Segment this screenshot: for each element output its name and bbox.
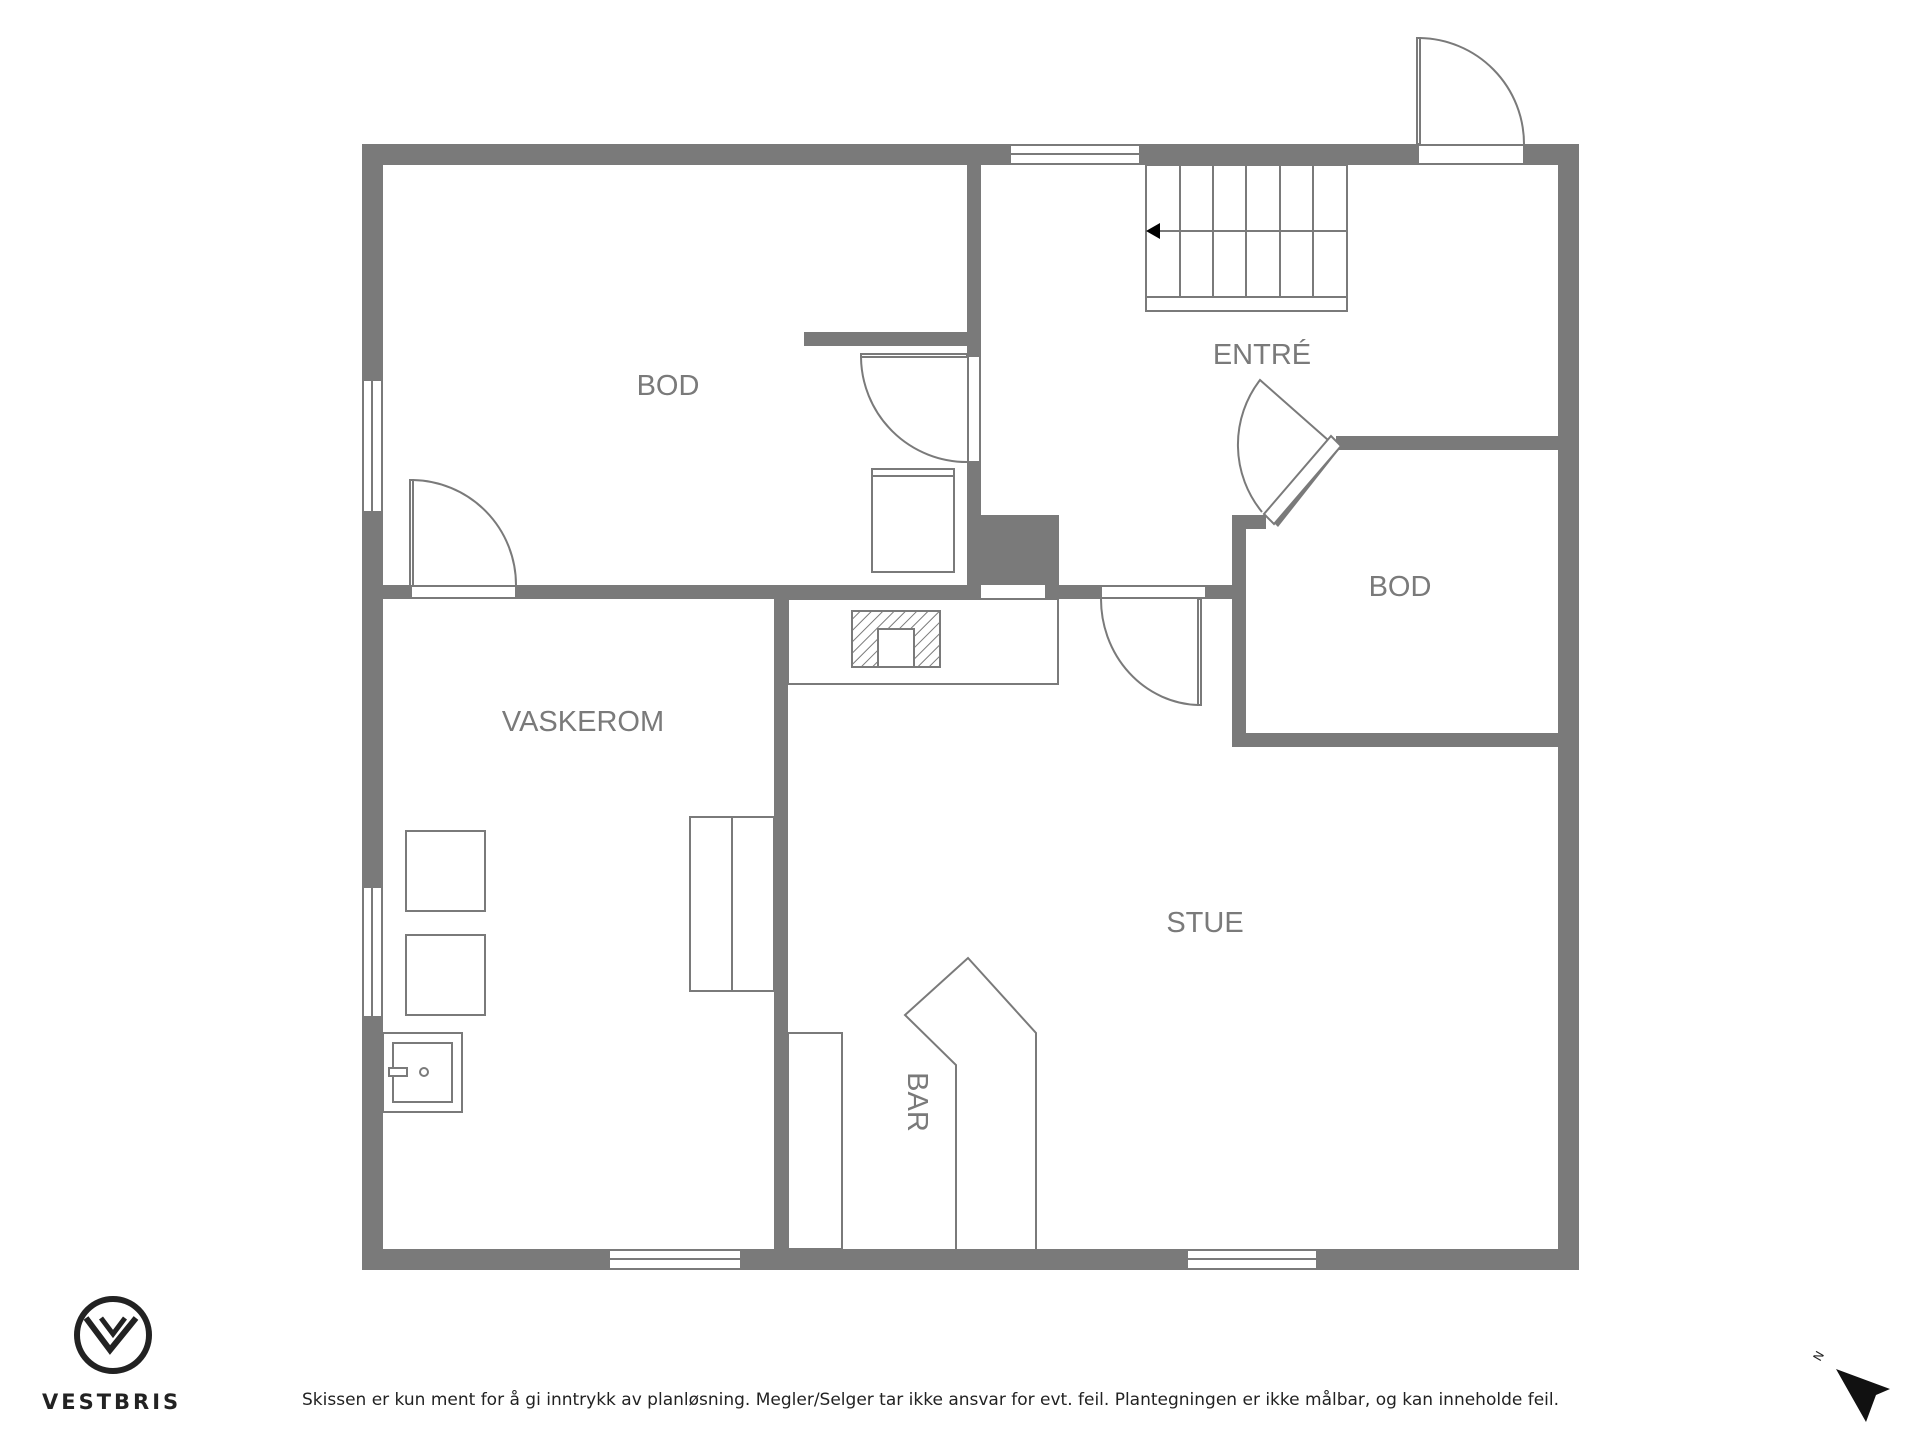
door-bod-vaskerom-leaf — [409, 479, 414, 587]
door-bod-right-opening — [1262, 434, 1343, 526]
wall-left — [362, 144, 383, 1270]
footer-disclaimer: Skissen er kun ment for å gi inntrykk av… — [302, 1390, 1560, 1410]
wall-right — [1558, 144, 1579, 1270]
room-label-vaskerom: VASKEROM — [502, 706, 664, 738]
wall-bod-vaskerom — [383, 585, 967, 599]
room-label-bar: BAR — [901, 1072, 933, 1132]
door-bod-vaskerom-opening — [410, 585, 517, 599]
door-bod-entre-opening — [967, 355, 981, 463]
vestbris-logo-icon — [74, 1296, 152, 1374]
brand-name: VESTBRIS — [42, 1390, 182, 1414]
room-label-entre: ENTRÉ — [1213, 338, 1311, 371]
stairs — [1145, 164, 1348, 312]
chimney — [967, 515, 1059, 585]
washing-machine — [405, 830, 486, 912]
wall-bod-right-top — [1336, 436, 1558, 450]
wall-top — [362, 144, 1579, 165]
room-label-stue: STUE — [1166, 907, 1243, 939]
door-bod-right-arc — [1236, 378, 1329, 513]
door-exterior-opening — [1417, 144, 1525, 165]
compass-north-label: N — [1810, 1349, 1827, 1364]
wall-bottom — [362, 1249, 1579, 1270]
door-entre-stue-leaf — [1197, 598, 1202, 706]
stair-landing — [1145, 296, 1348, 312]
door-bod-entre-leaf — [860, 353, 968, 358]
door-exterior-arc — [1419, 37, 1525, 145]
door-exterior-leaf — [1416, 37, 1421, 145]
fixtures — [382, 468, 1059, 1250]
wall-bod-right-left — [1232, 515, 1246, 747]
door-entre-stue-opening — [1100, 585, 1207, 599]
north-arrow-icon: N — [1810, 1349, 1890, 1422]
sink-tap — [388, 1067, 408, 1077]
wall-bod-right-notch — [1232, 515, 1266, 529]
wall-bod-stub — [804, 332, 967, 346]
bar-counter — [903, 956, 1037, 1249]
bod-cabinet — [871, 468, 955, 573]
wall-bod-right-bottom — [1232, 733, 1558, 747]
dryer — [405, 934, 486, 1016]
stair-arrow-icon — [1146, 223, 1160, 239]
room-label-bod-right: BOD — [1369, 571, 1432, 603]
wall-vaskerom-stue — [774, 599, 788, 1249]
bar-back-counter — [787, 1032, 843, 1250]
door-entre-stue-arc — [1100, 598, 1199, 706]
room-label-bod-top: BOD — [637, 370, 700, 402]
sink-drain-icon — [419, 1067, 429, 1077]
fireplace-opening — [877, 628, 915, 668]
door-bod-entre-arc — [860, 356, 968, 463]
room-labels: BOD ENTRÉ BOD VASKEROM STUE BAR — [502, 338, 1432, 1132]
doors — [409, 37, 1525, 706]
door-bod-vaskerom-arc — [412, 479, 517, 586]
wall-entre-bottom-a — [1059, 585, 1101, 599]
windows — [362, 144, 1318, 1270]
wall-entre-bottom-b — [1206, 585, 1232, 599]
